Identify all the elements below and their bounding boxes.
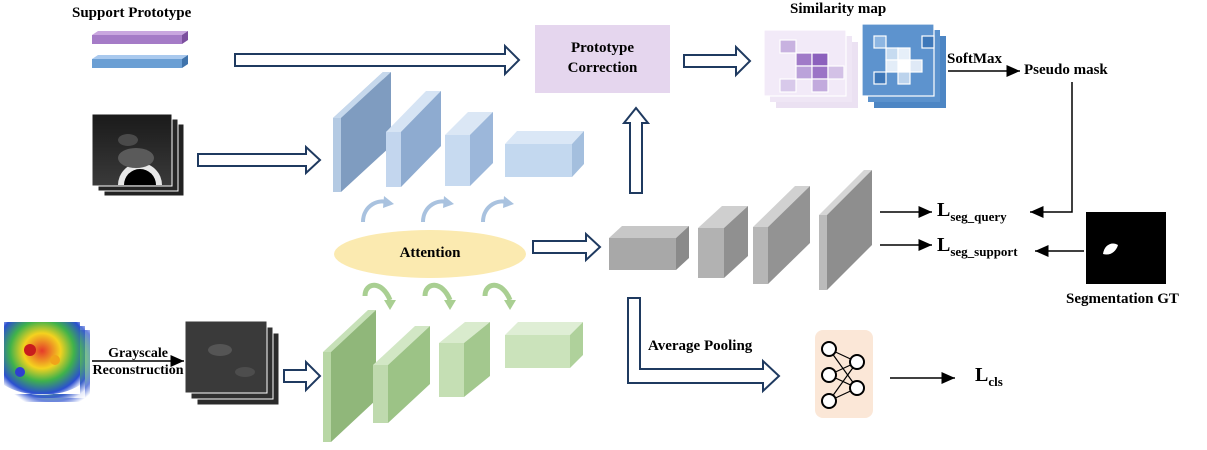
arrow-pseudo-to-seg-query: [1030, 82, 1073, 218]
similarity-map-grid-blue: [861, 23, 946, 108]
attention-label: Attention: [399, 245, 461, 261]
support-prototype-bars: [92, 31, 188, 68]
attention-module: [334, 230, 526, 278]
loss-cls: Lcls: [975, 364, 1003, 390]
pseudo-mask-label: Pseudo mask: [1024, 62, 1108, 78]
arrow-decoder-to-correction: [621, 106, 651, 194]
prototype-correction-line2: Correction: [567, 60, 638, 76]
similarity-map-grid-purple: [763, 29, 858, 108]
arrow-attention-to-decoder: [532, 231, 602, 263]
grayscale-image-stack-icon: [184, 320, 280, 406]
segmentation-gt-label: Segmentation GT: [1066, 291, 1179, 307]
prototype-correction-label: Prototype Correction: [535, 38, 670, 78]
grayscale-line1: Grayscale: [108, 346, 168, 361]
loss-seg-query-main: L: [937, 199, 951, 221]
green-encoder-blocks: [323, 310, 583, 442]
average-pooling-label: Average Pooling: [648, 338, 753, 354]
grayscale-reconstruction-label: Grayscale Reconstruction: [88, 345, 188, 379]
elastography-image-stack-icon: [4, 322, 90, 402]
loss-cls-main: L: [975, 364, 989, 386]
arrow-ultrasound-to-encoder: [197, 144, 322, 176]
prototype-correction-line1: Prototype: [570, 40, 635, 56]
loss-seg-support: Lseg_support: [937, 234, 1018, 260]
softmax-label: SoftMax: [947, 51, 1002, 67]
attention-arrows-to-green: [362, 282, 513, 302]
similarity-map-label: Similarity map: [790, 1, 887, 17]
loss-cls-sub: cls: [988, 374, 1003, 389]
segmentation-mask-icon: [1086, 212, 1166, 284]
loss-seg-query-sub: seg_query: [950, 209, 1007, 224]
prototype-correction-box: [535, 25, 670, 93]
ultrasound-image-stack-icon: [91, 113, 185, 197]
loss-seg-support-sub: seg_support: [950, 244, 1018, 259]
blue-encoder-blocks: [333, 72, 584, 192]
neural-network-icon: [815, 330, 873, 418]
support-prototype-label: Support Prototype: [72, 5, 192, 21]
arrow-correction-to-similarity: [683, 44, 752, 78]
arrow-prototype-to-correction: [234, 43, 521, 77]
loss-seg-query: Lseg_query: [937, 199, 1007, 225]
grayscale-line2: Reconstruction: [92, 363, 184, 378]
arrow-average-pooling: [627, 297, 781, 394]
gray-decoder-blocks: [609, 170, 872, 290]
loss-seg-support-main: L: [937, 234, 951, 256]
arrow-grayscale-to-encoder: [283, 359, 322, 393]
